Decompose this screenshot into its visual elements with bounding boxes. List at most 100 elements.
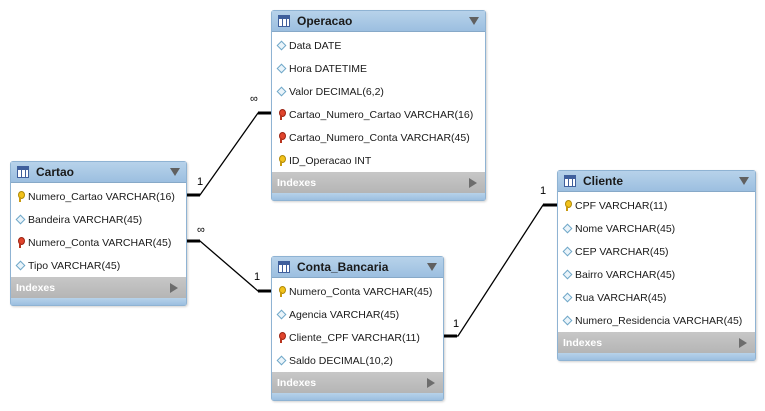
column-label: Numero_Residencia VARCHAR(45) <box>575 314 743 327</box>
collapse-arrow-icon[interactable] <box>739 177 749 185</box>
column-row[interactable]: ID_Operacao INT <box>272 149 485 172</box>
indexes-label: Indexes <box>277 176 317 189</box>
foreign-key-icon <box>16 237 25 248</box>
cardinality-cartao-many: ∞ <box>197 224 205 236</box>
column-row[interactable]: Numero_Conta VARCHAR(45) <box>272 280 443 303</box>
indexes-label: Indexes <box>277 376 317 389</box>
column-label: Agencia VARCHAR(45) <box>289 308 400 321</box>
column-label: Tipo VARCHAR(45) <box>28 259 121 272</box>
column-row[interactable]: Tipo VARCHAR(45) <box>11 254 186 277</box>
table-footer <box>558 353 755 360</box>
column-row[interactable]: Valor DECIMAL(6,2) <box>272 80 485 103</box>
column-row[interactable]: CPF VARCHAR(11) <box>558 194 755 217</box>
indexes-label: Indexes <box>563 336 603 349</box>
column-label: ID_Operacao INT <box>289 154 372 167</box>
column-label: Nome VARCHAR(45) <box>575 222 676 235</box>
column-row[interactable]: Cartao_Numero_Conta VARCHAR(45) <box>272 126 485 149</box>
column-row[interactable]: Rua VARCHAR(45) <box>558 286 755 309</box>
column-label: Numero_Conta VARCHAR(45) <box>289 285 433 298</box>
column-label: Numero_Cartao VARCHAR(16) <box>28 190 175 203</box>
table-title: Cliente <box>583 174 624 188</box>
column-label: CEP VARCHAR(45) <box>575 245 669 258</box>
table-header[interactable]: Cliente <box>558 171 755 192</box>
collapse-arrow-icon[interactable] <box>427 263 437 271</box>
table-icon <box>564 175 576 187</box>
column-row[interactable]: Bandeira VARCHAR(45) <box>11 208 186 231</box>
attribute-icon <box>563 315 572 326</box>
table-icon <box>278 261 290 273</box>
column-row[interactable]: Cliente_CPF VARCHAR(11) <box>272 326 443 349</box>
column-row[interactable]: Numero_Conta VARCHAR(45) <box>11 231 186 254</box>
indexes-label: Indexes <box>16 281 56 294</box>
cardinality-cliente-one: 1 <box>540 185 547 197</box>
indexes-bar[interactable]: Indexes <box>272 372 443 393</box>
relationship-cliente-conta <box>443 204 557 337</box>
cardinality-cartao-one: 1 <box>197 176 204 188</box>
column-row[interactable]: Saldo DECIMAL(10,2) <box>272 349 443 372</box>
table-cartao[interactable]: Cartao Numero_Cartao VARCHAR(16) Bandeir… <box>10 161 187 306</box>
attribute-icon <box>277 86 286 97</box>
attribute-icon <box>563 246 572 257</box>
column-label: Saldo DECIMAL(10,2) <box>289 354 393 367</box>
attribute-icon <box>16 260 25 271</box>
column-row[interactable]: Agencia VARCHAR(45) <box>272 303 443 326</box>
column-label: Cartao_Numero_Conta VARCHAR(45) <box>289 131 470 144</box>
column-label: Cartao_Numero_Cartao VARCHAR(16) <box>289 108 474 121</box>
table-operacao[interactable]: Operacao Data DATE Hora DATETIME Valor D… <box>271 10 486 201</box>
column-label: Numero_Conta VARCHAR(45) <box>28 236 172 249</box>
table-header[interactable]: Cartao <box>11 162 186 183</box>
column-row[interactable]: CEP VARCHAR(45) <box>558 240 755 263</box>
cardinality-conta-one: 1 <box>254 271 261 283</box>
table-conta-bancaria[interactable]: Conta_Bancaria Numero_Conta VARCHAR(45) … <box>271 256 444 401</box>
attribute-icon <box>563 269 572 280</box>
expand-arrow-icon[interactable] <box>739 338 747 348</box>
cardinality-operacao-many: ∞ <box>250 93 258 105</box>
table-footer <box>11 298 186 305</box>
table-title: Cartao <box>36 165 75 179</box>
column-row[interactable]: Numero_Cartao VARCHAR(16) <box>11 185 186 208</box>
column-label: Rua VARCHAR(45) <box>575 291 667 304</box>
foreign-key-icon <box>277 109 286 120</box>
indexes-bar[interactable]: Indexes <box>272 172 485 193</box>
attribute-icon <box>563 292 572 303</box>
column-row[interactable]: Data DATE <box>272 34 485 57</box>
table-footer <box>272 193 485 200</box>
indexes-bar[interactable]: Indexes <box>11 277 186 298</box>
column-label: Data DATE <box>289 39 342 52</box>
collapse-arrow-icon[interactable] <box>469 17 479 25</box>
attribute-icon <box>277 40 286 51</box>
attribute-icon <box>277 63 286 74</box>
column-row[interactable]: Bairro VARCHAR(45) <box>558 263 755 286</box>
cardinality-conta-side: 1 <box>453 318 460 330</box>
column-label: Cliente_CPF VARCHAR(11) <box>289 331 420 344</box>
expand-arrow-icon[interactable] <box>469 178 477 188</box>
attribute-icon <box>563 223 572 234</box>
column-row[interactable]: Nome VARCHAR(45) <box>558 217 755 240</box>
table-icon <box>17 166 29 178</box>
expand-arrow-icon[interactable] <box>170 283 178 293</box>
table-icon <box>278 15 290 27</box>
attribute-icon <box>277 309 286 320</box>
primary-key-icon <box>277 286 286 297</box>
collapse-arrow-icon[interactable] <box>170 168 180 176</box>
foreign-key-icon <box>277 332 286 343</box>
column-label: Bairro VARCHAR(45) <box>575 268 676 281</box>
table-title: Conta_Bancaria <box>297 260 389 274</box>
expand-arrow-icon[interactable] <box>427 378 435 388</box>
table-title: Operacao <box>297 14 353 28</box>
column-label: Valor DECIMAL(6,2) <box>289 85 384 98</box>
primary-key-icon <box>277 155 286 166</box>
column-row[interactable]: Numero_Residencia VARCHAR(45) <box>558 309 755 332</box>
table-header[interactable]: Conta_Bancaria <box>272 257 443 278</box>
relationship-conta-cartao <box>186 240 271 292</box>
table-footer <box>272 393 443 400</box>
table-header[interactable]: Operacao <box>272 11 485 32</box>
primary-key-icon <box>563 200 572 211</box>
indexes-bar[interactable]: Indexes <box>558 332 755 353</box>
column-label: CPF VARCHAR(11) <box>575 199 668 212</box>
column-row[interactable]: Hora DATETIME <box>272 57 485 80</box>
attribute-icon <box>16 214 25 225</box>
table-cliente[interactable]: Cliente CPF VARCHAR(11) Nome VARCHAR(45)… <box>557 170 756 361</box>
column-row[interactable]: Cartao_Numero_Cartao VARCHAR(16) <box>272 103 485 126</box>
